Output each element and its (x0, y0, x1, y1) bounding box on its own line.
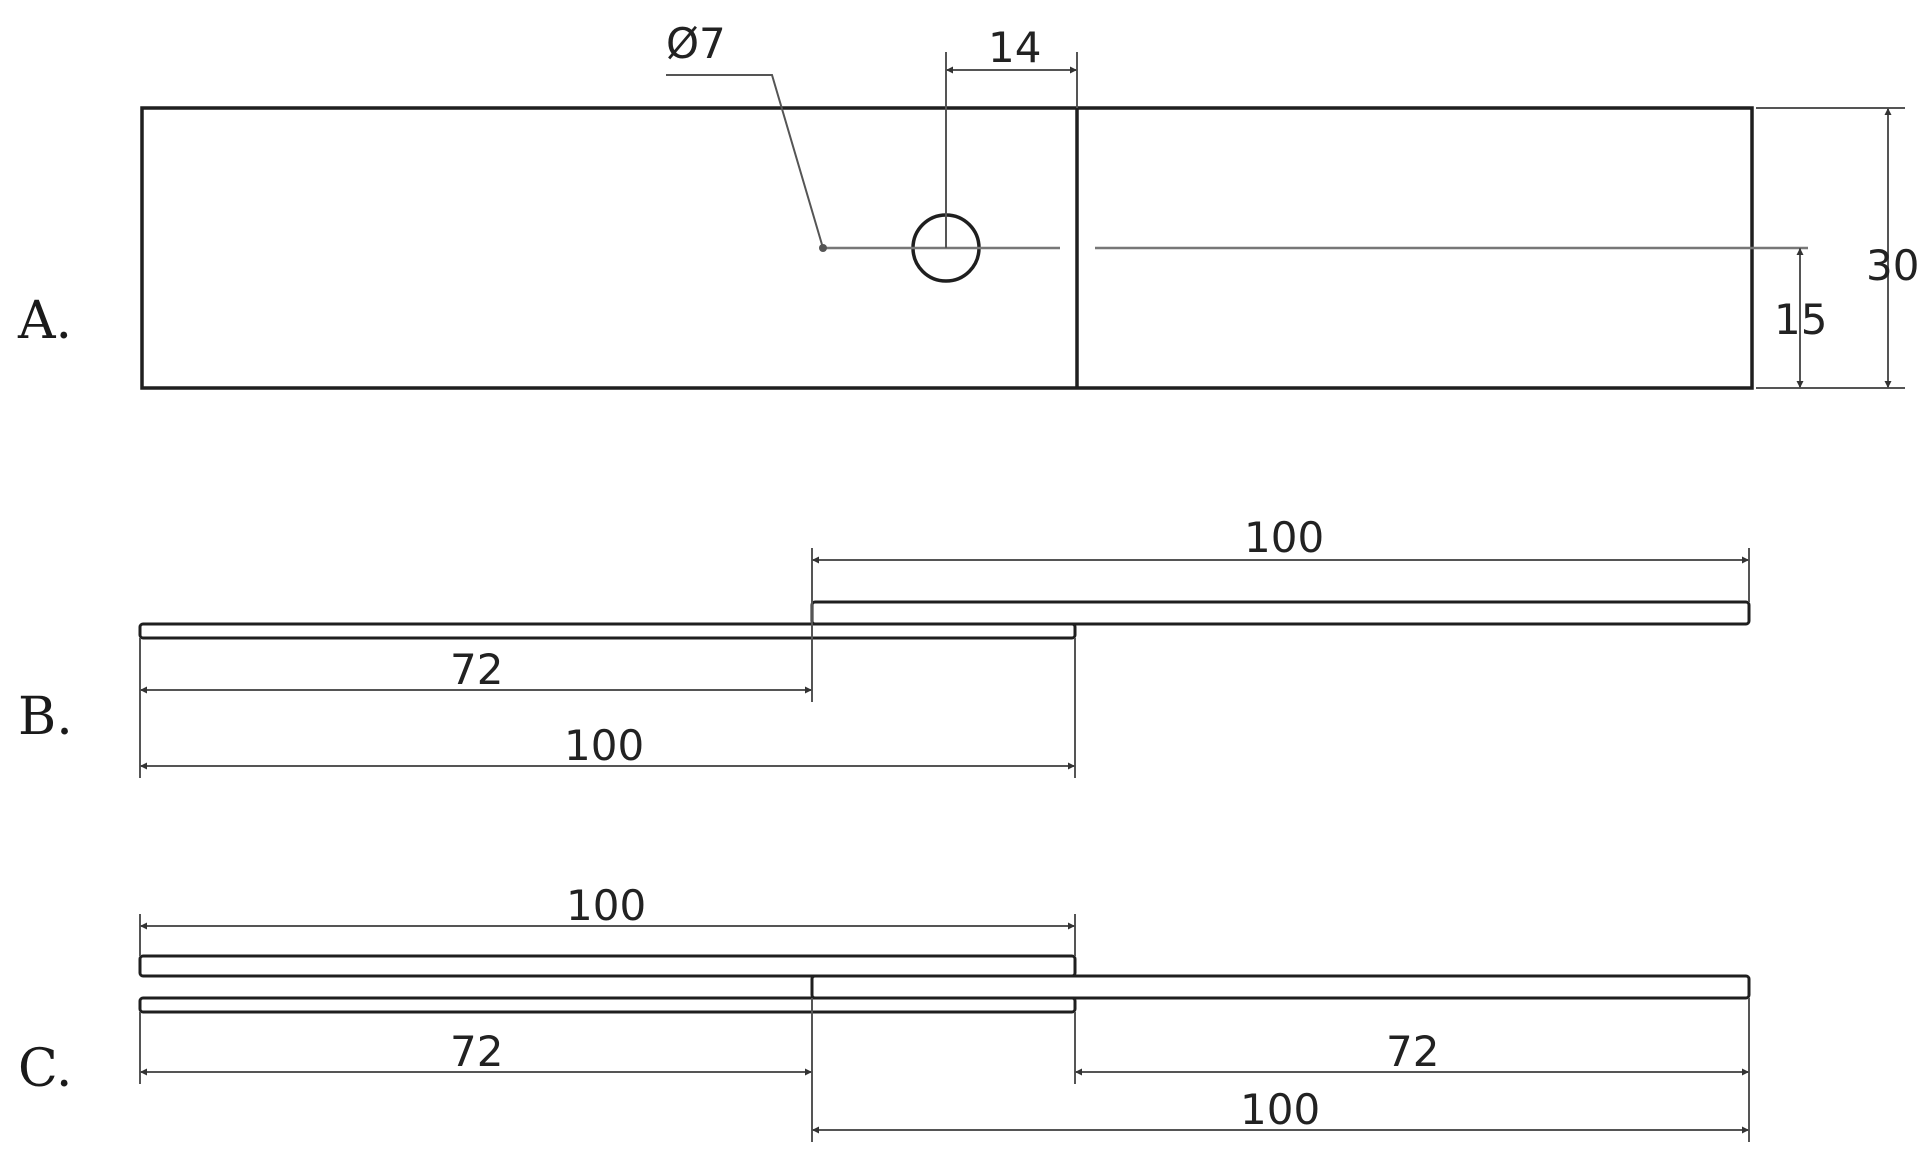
panel-b-label: B. (18, 687, 73, 747)
plate-c-top (138, 954, 1077, 978)
panel-b: B. 100 72 100 (18, 513, 1751, 778)
dim-b-top-length: 100 (1244, 513, 1324, 562)
dim-c-bottom-length: 100 (1240, 1085, 1320, 1134)
plate-c-bottom (138, 996, 1077, 1014)
diameter-leader (666, 74, 824, 249)
dim-b-overlap: 72 (450, 645, 503, 694)
dim-half-width: 15 (1774, 295, 1827, 344)
dim-hole-diameter: Ø7 (666, 19, 726, 68)
dim-c-right-overlap: 72 (1386, 1027, 1439, 1076)
dim-hole-offset: 14 (988, 23, 1041, 72)
plate-b-top (810, 600, 1751, 626)
dim-c-left-overlap: 72 (450, 1027, 503, 1076)
dim-b-bottom-length: 100 (564, 721, 644, 770)
dim-width: 30 (1866, 241, 1919, 290)
panel-a: A. Ø7 14 30 15 (17, 19, 1919, 390)
leader-dot (819, 244, 827, 252)
plate-b-bottom (138, 622, 1077, 640)
panel-a-label: A. (17, 291, 72, 351)
plate-c-long (810, 974, 1751, 1000)
panel-c-label: C. (18, 1039, 72, 1099)
panel-c: C. 100 72 72 100 (18, 881, 1751, 1142)
dim-c-top-length: 100 (566, 881, 646, 930)
